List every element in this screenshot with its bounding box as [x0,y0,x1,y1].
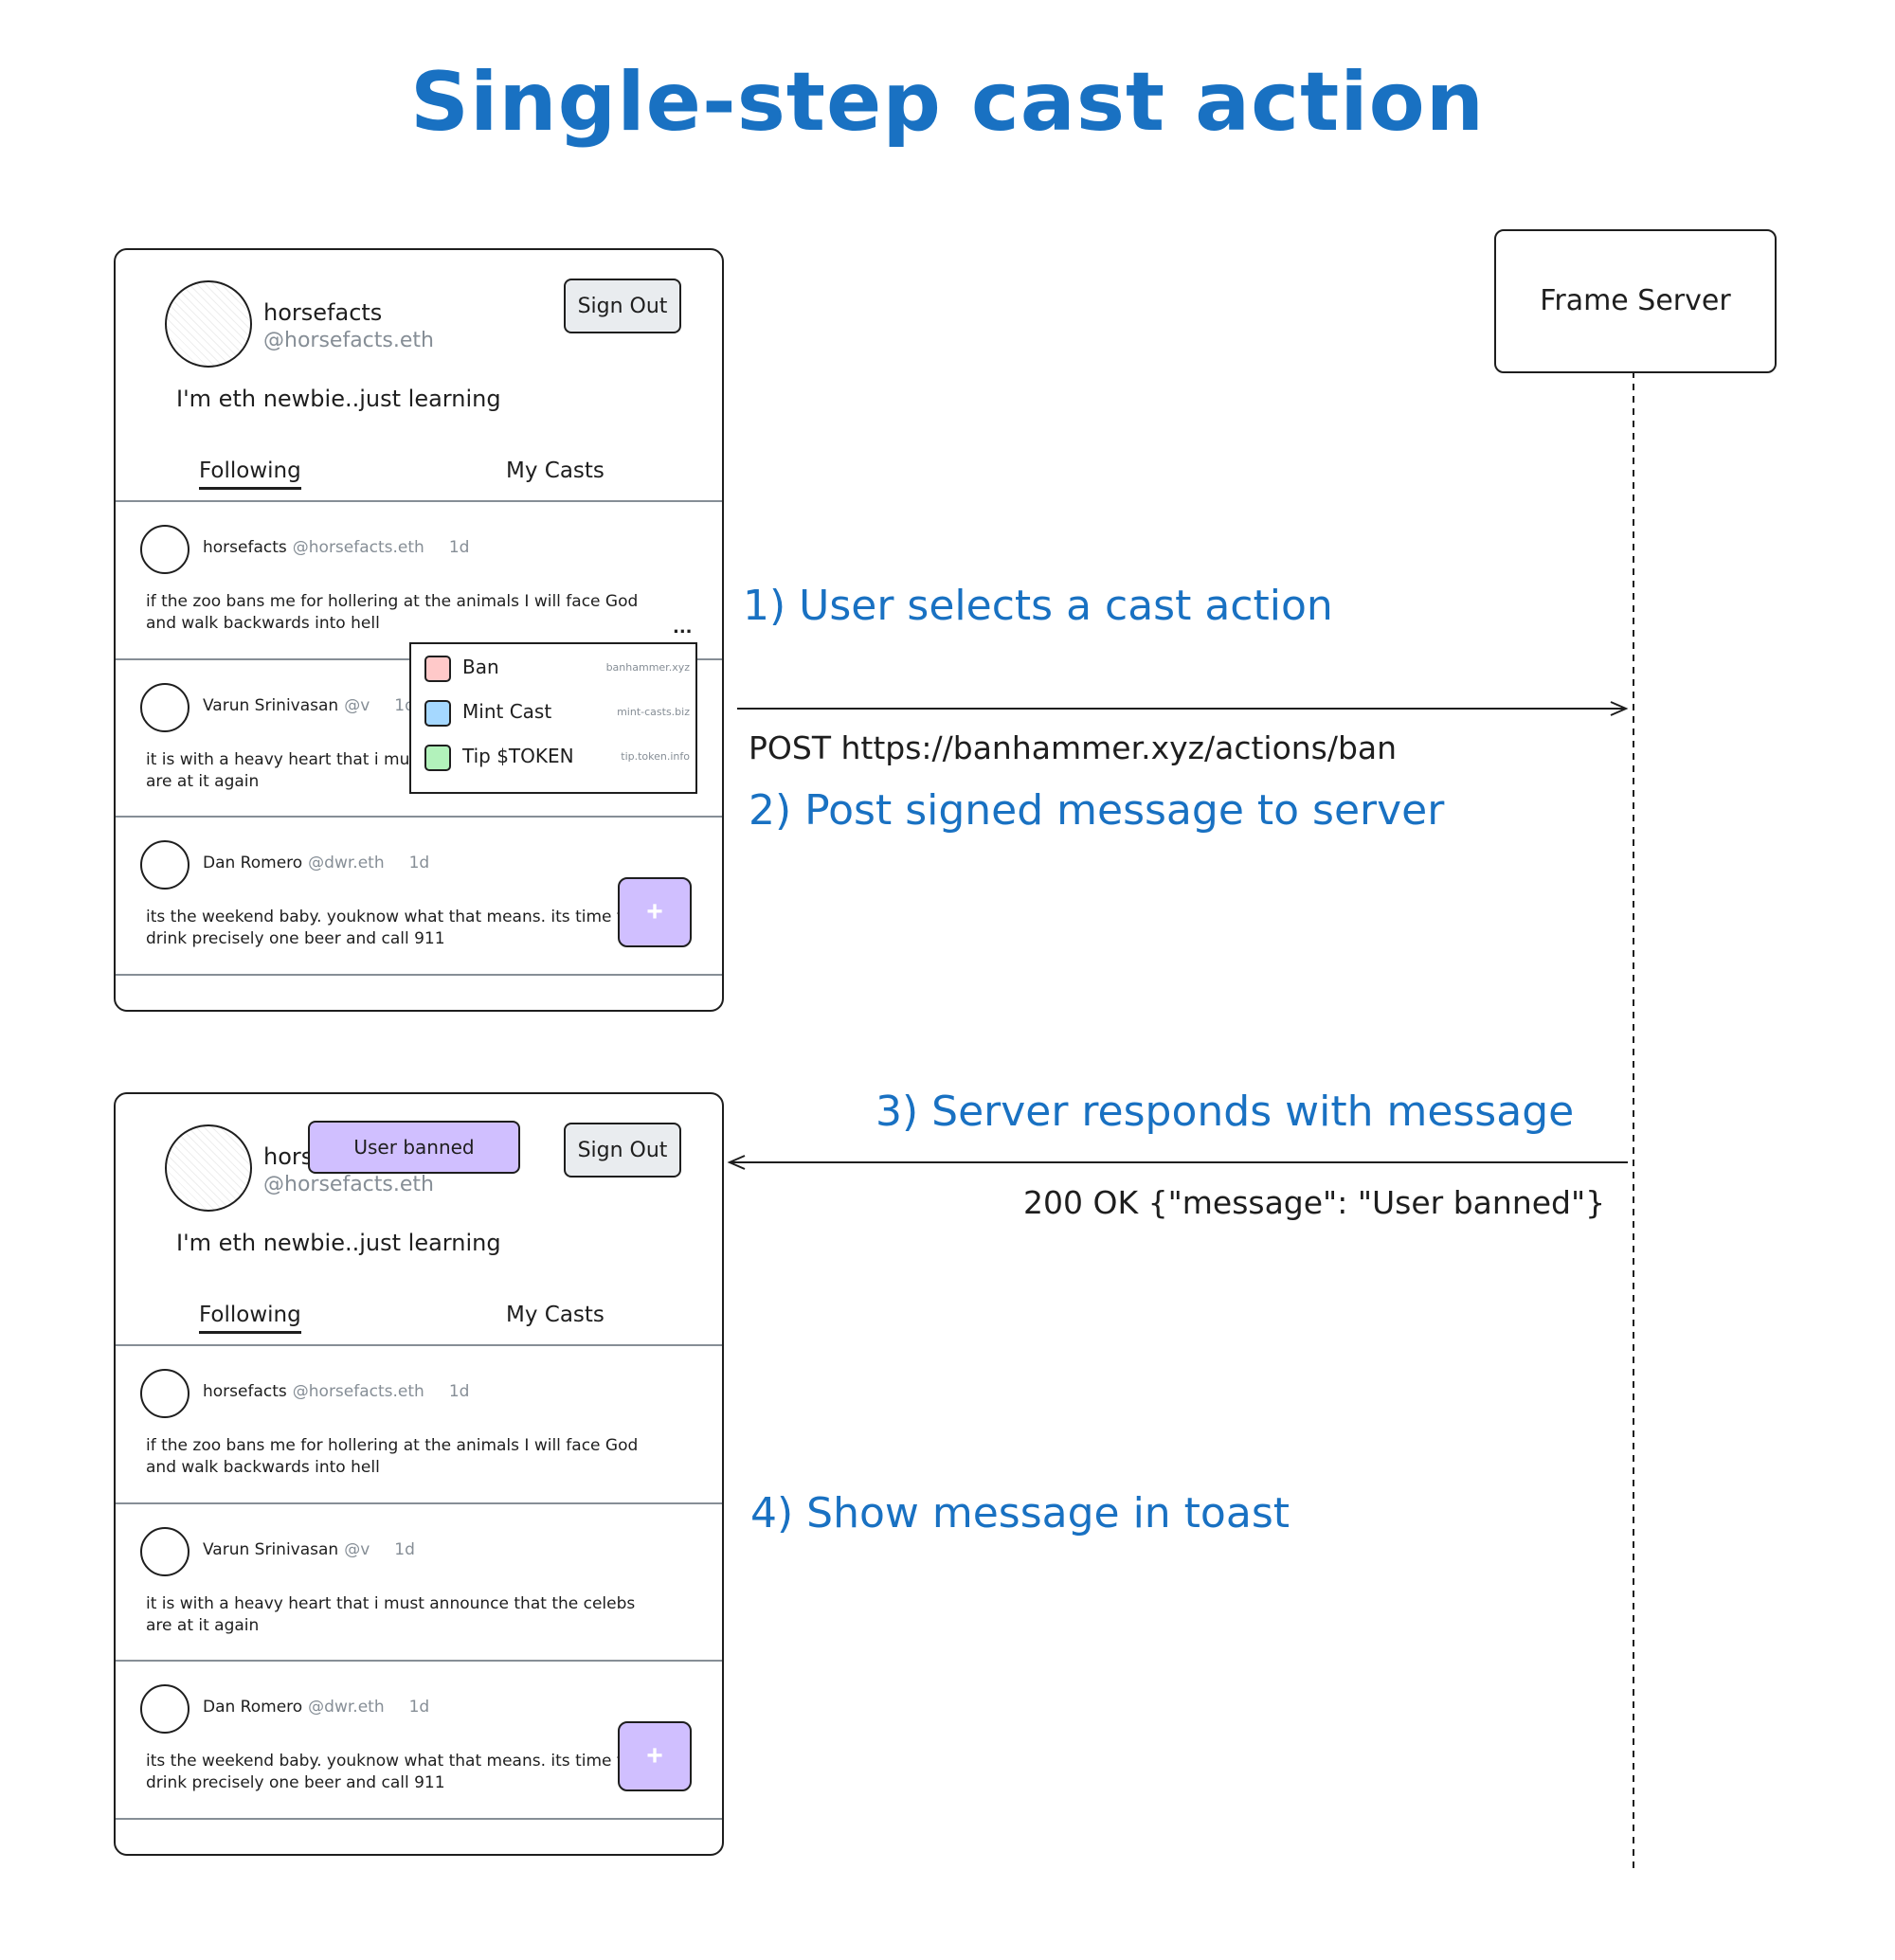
cast-item[interactable]: Dan Romero @dwr.eth 1d its the weekend bab… [116,818,722,974]
menu-item-label: Mint Cast [462,700,552,723]
response-label: 200 OK {"message": "User banned"} [1023,1184,1606,1221]
profile-handle: @horsefacts.eth [263,329,434,352]
cast-avatar[interactable] [140,1527,190,1576]
cast-time: 1d [448,1382,470,1401]
step-1-label: 1) User selects a cast action [743,582,1333,630]
profile-name: horsefacts [263,299,383,326]
cast-avatar[interactable] [140,1684,190,1734]
response-arrowhead [727,1155,746,1170]
cast-avatar[interactable] [140,525,190,574]
profile-avatar[interactable] [165,1124,252,1212]
divider [116,816,722,818]
cast-text: it is with a heavy heart that i must ann… [146,1594,636,1635]
tab-my-casts[interactable]: My Casts [506,1303,605,1327]
diagram-title: Single-step cast action [410,55,1485,150]
divider [116,974,722,976]
cast-handle: @dwr.eth [308,1698,385,1717]
cast-item[interactable]: horsefacts @horsefacts.eth 1d if the zoo b… [116,502,722,658]
cast-handle: @horsefacts.eth [292,538,424,557]
profile-bio: I'm eth newbie..just learning [176,386,501,412]
cast-handle: @horsefacts.eth [292,1382,424,1401]
cast-avatar[interactable] [140,840,190,890]
cast-time: 1d [448,538,470,557]
cast-author: horsefacts [203,538,287,557]
menu-item-mint-cast[interactable]: Mint Cast mint-casts.biz [424,698,690,727]
menu-item-tip-token[interactable]: Tip $TOKEN tip.token.info [424,743,690,771]
cast-action-menu: Ban banhammer.xyz Mint Cast mint-casts.b… [409,642,697,794]
step-3-label: 3) Server responds with message [875,1088,1575,1136]
cast-avatar[interactable] [140,683,190,732]
cast-handle: @v [344,696,370,715]
tab-following[interactable]: Following [199,459,301,490]
more-options-icon[interactable]: ... [673,618,693,638]
tab-following[interactable]: Following [199,1303,301,1334]
ban-color-swatch [424,656,451,682]
cast-handle: @v [344,1540,370,1559]
menu-item-domain: tip.token.info [621,750,690,763]
divider [116,1502,722,1504]
cast-author: Dan Romero [203,1698,303,1717]
divider [116,500,722,502]
divider [116,1660,722,1662]
cast-author: horsefacts [203,1382,287,1401]
step-4-label: 4) Show message in toast [750,1489,1290,1537]
cast-handle: @dwr.eth [308,854,385,872]
cast-item[interactable]: Varun Srinivasan @v 1d it is with a heavy … [116,1504,722,1661]
cast-author: Varun Srinivasan [203,696,339,715]
step-2-label: 2) Post signed message to server [749,786,1445,835]
tip-color-swatch [424,745,451,771]
cast-time: 1d [408,1698,430,1717]
cast-item[interactable]: Dan Romero @dwr.eth 1d its the weekend bab… [116,1662,722,1818]
request-arrowhead [1610,701,1629,716]
cast-text: its the weekend baby. youknow what that … [146,1752,633,1792]
cast-text: its the weekend baby. youknow what that … [146,908,633,948]
profile-handle: @horsefacts.eth [263,1173,434,1196]
request-label: POST https://banhammer.xyz/actions/ban [749,729,1398,766]
cast-author: Dan Romero [203,854,303,872]
compose-button[interactable]: + [618,877,692,947]
cast-author: Varun Srinivasan [203,1540,339,1559]
profile-avatar[interactable] [165,280,252,368]
tab-my-casts[interactable]: My Casts [506,459,605,483]
menu-item-domain: mint-casts.biz [617,706,690,718]
sign-out-button[interactable]: Sign Out [564,1123,681,1178]
cast-time: 1d [408,854,430,872]
mint-color-swatch [424,700,451,727]
divider [116,1818,722,1820]
menu-item-ban[interactable]: Ban banhammer.xyz [424,654,690,682]
menu-item-domain: banhammer.xyz [605,661,690,674]
profile-bio: I'm eth newbie..just learning [176,1230,501,1256]
cast-text: if the zoo bans me for hollering at the … [146,592,639,633]
cast-text: if the zoo bans me for hollering at the … [146,1436,639,1477]
toast-message: User banned [308,1121,520,1174]
menu-item-label: Tip $TOKEN [462,745,574,767]
cast-time: 1d [394,1540,415,1559]
divider [116,1344,722,1346]
sign-out-button[interactable]: Sign Out [564,279,681,333]
compose-button[interactable]: + [618,1721,692,1791]
cast-avatar[interactable] [140,1369,190,1418]
frame-server-box: Frame Server [1494,229,1777,373]
cast-item[interactable]: horsefacts @horsefacts.eth 1d if the zoo b… [116,1346,722,1502]
menu-item-label: Ban [462,656,499,678]
